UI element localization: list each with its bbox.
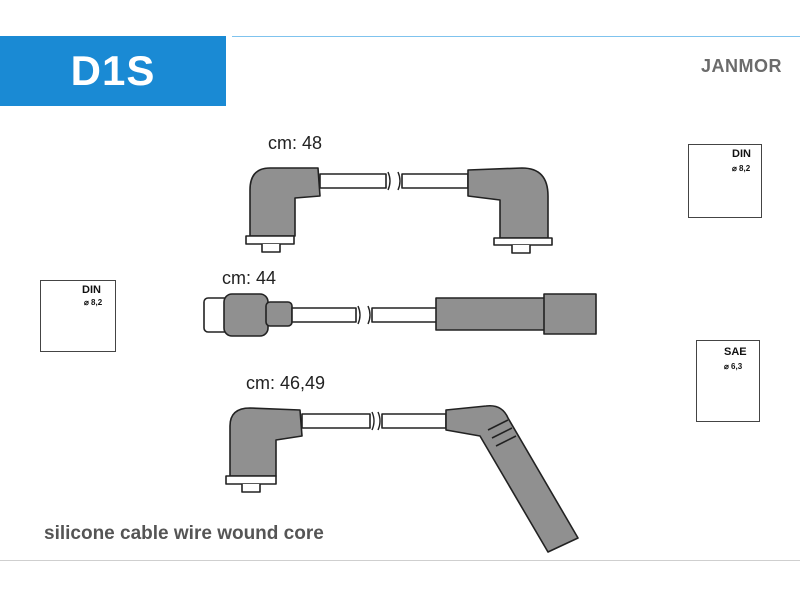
badge-top-right-size: ⌀ 8,2 [732,164,751,173]
header-band [0,36,226,106]
cable-3-left-boot [229,407,303,477]
badge-left-size: ⌀ 8,2 [84,298,103,307]
badge-top-right-standard: DIN [732,148,751,160]
bottom-rule [0,560,800,561]
cable-3-right-ring-2 [491,427,513,439]
badge-bottom-right-size: ⌀ 6,3 [724,362,743,371]
cable-2-right-neck [435,297,547,331]
cable-2-wire-b [371,307,439,323]
cable-3-break [371,411,381,431]
badge-left-standard: DIN [82,284,101,296]
badge-bottom-right-standard: SAE [724,346,747,358]
cable-3-left-clip [241,484,261,493]
cable-1-wire-a [319,173,387,189]
cable-1-left-terminal [245,235,295,245]
cable-3-right-boot [445,404,579,553]
footer-note: silicone cable wire wound core [44,523,324,544]
cable-3-right-ring-1 [487,419,509,431]
cable-2-break [357,305,371,325]
cable-3-wire-a [301,413,371,429]
top-rule [232,36,800,37]
badge-bottom-right [696,340,760,422]
cable-2 [203,293,597,337]
cable-1 [245,167,553,254]
cable-3 [225,404,579,553]
cable-1-right-terminal [493,237,553,246]
brand-name: JANMOR [700,56,782,76]
badge-left [40,280,116,352]
cable-1-right-boot [467,167,549,239]
cable-1-length-label: cm: 48 [268,133,323,153]
cable-1-left-clip [261,244,281,253]
cable-3-length-label: cm: 46,49 [246,373,326,393]
badge-top-right [688,144,762,218]
cable-2-left-neck [265,301,293,327]
cable-2-length-label: cm: 44 [222,268,277,288]
cable-1-right-clip [511,245,531,254]
cable-2-right-boot [543,293,597,335]
cable-2-wire-a [291,307,357,323]
cable-2-left-boot [223,293,269,337]
part-code: D1S [70,47,156,94]
cable-3-right-ring-3 [495,435,517,447]
cable-1-left-boot [249,167,321,237]
cable-3-left-terminal [225,475,277,485]
cable-1-break [387,171,401,191]
cable-1-wire-b [401,173,469,189]
cable-3-wire-b [381,413,447,429]
